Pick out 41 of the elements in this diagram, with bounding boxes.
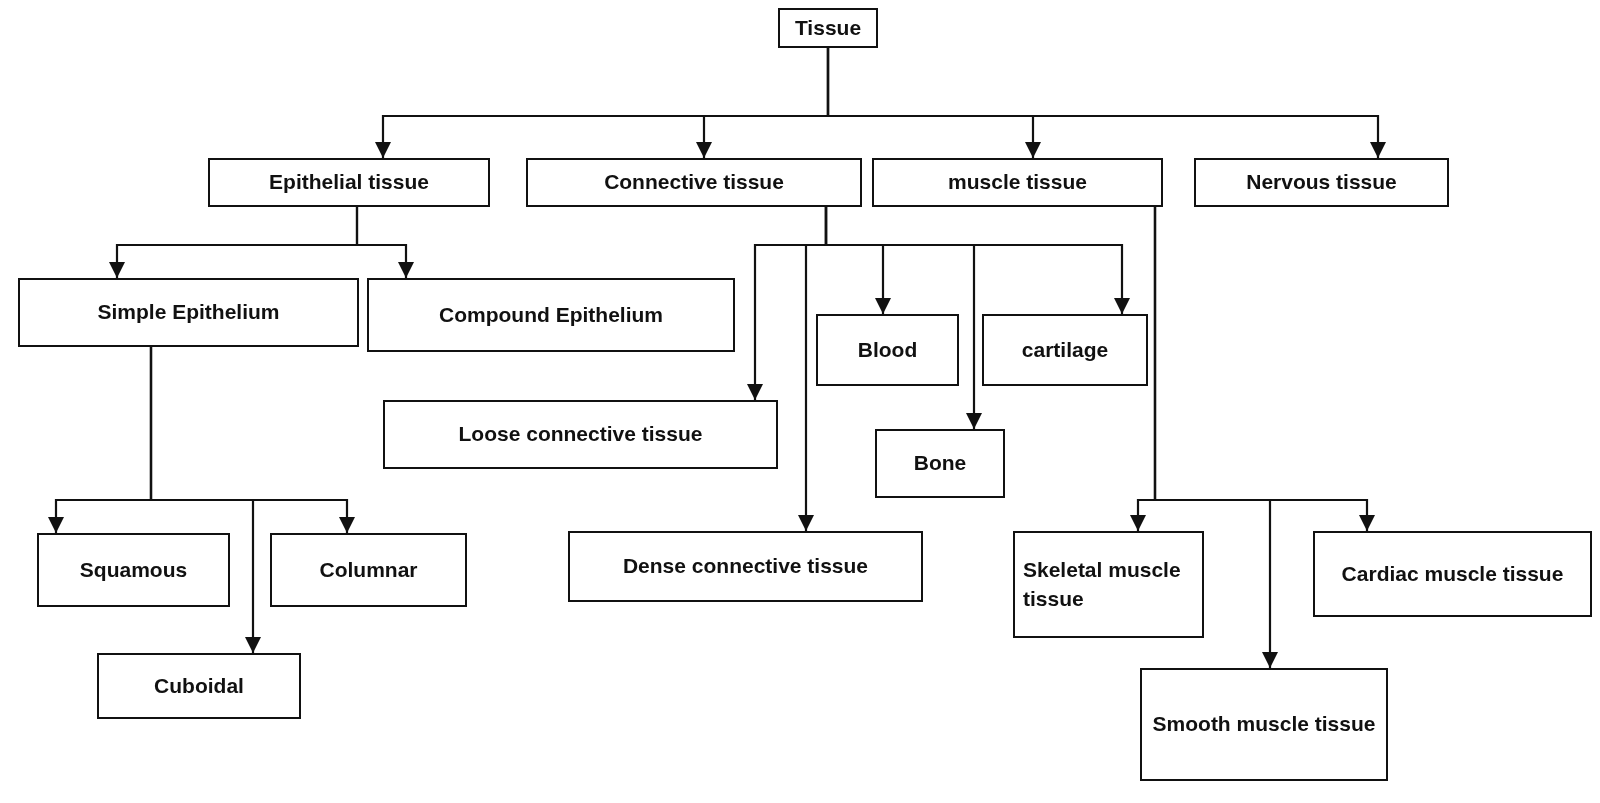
node-label: Dense connective tissue (622, 553, 869, 580)
node-label: Smooth muscle tissue (1152, 711, 1376, 738)
arrow (149, 347, 355, 533)
arrow (826, 48, 1386, 158)
category-box (875, 429, 1005, 498)
category-box (778, 8, 878, 48)
arrow (824, 207, 1130, 314)
arrow (1153, 207, 1375, 531)
category-box (816, 314, 959, 386)
category-box (872, 158, 1163, 207)
node-label: Squamous (79, 556, 188, 583)
node-label: Bone (913, 450, 967, 477)
category-box (270, 533, 467, 607)
category-box (367, 278, 735, 352)
node-label: Cuboidal (154, 672, 244, 699)
node-label: muscle tissue (948, 169, 1087, 196)
node-label: Connective tissue (604, 169, 784, 196)
arrow (355, 207, 414, 278)
category-box (383, 400, 778, 469)
category-box (1313, 531, 1592, 617)
category-box (1140, 668, 1388, 781)
node-label: Columnar (319, 556, 418, 583)
category-box (18, 278, 359, 347)
node-label: Simple Epithelium (97, 299, 280, 326)
node-label: Epithelial tissue (269, 169, 429, 196)
category-box (568, 531, 923, 602)
node-label: Compound Epithelium (439, 301, 663, 328)
node-label: Tissue (794, 14, 862, 41)
node-label: Loose connective tissue (458, 421, 703, 448)
node-label: Cardiac muscle tissue (1341, 560, 1564, 587)
category-box (982, 314, 1148, 386)
node-label: Nervous tissue (1246, 169, 1397, 196)
category-box (97, 653, 301, 719)
category-box (208, 158, 490, 207)
category-box (1013, 531, 1204, 638)
node-label: Blood (857, 336, 918, 363)
category-box (37, 533, 230, 607)
node-label: Skeletal muscle tissue (1023, 557, 1182, 612)
category-box (1194, 158, 1449, 207)
node-label: cartilage (1021, 336, 1109, 363)
category-box (526, 158, 862, 207)
